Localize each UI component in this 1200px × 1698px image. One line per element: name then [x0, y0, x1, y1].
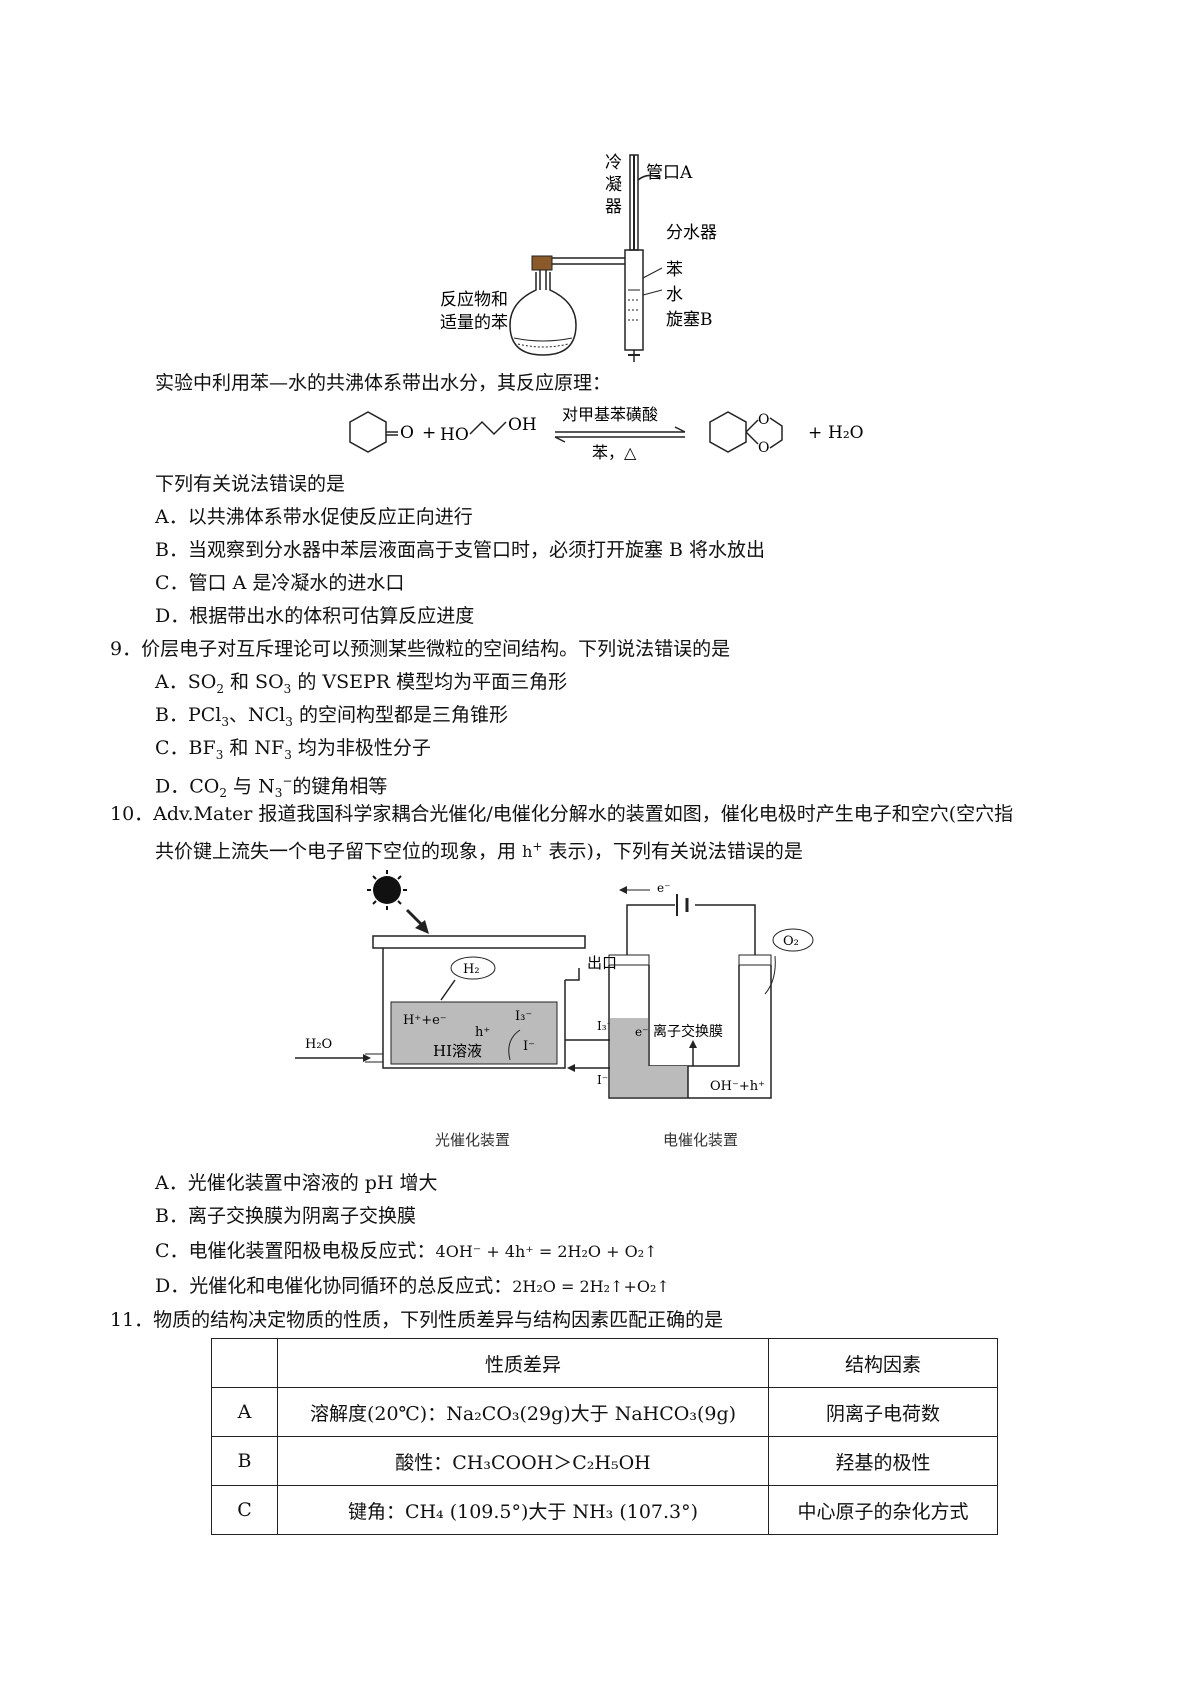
distillation-apparatus-figure: 冷 凝 器 管口A 分水器 苯 水 旋塞B 反应物和 适量的苯	[440, 153, 717, 362]
q10-stem-1: 10．Adv.Mater 报道我国科学家耦合光催化/电催化分解水的装置如图，催化…	[110, 803, 1014, 825]
row-label: C	[211, 1485, 278, 1535]
q10-option-b: B．离子交换膜为阴离子交换膜	[155, 1205, 416, 1227]
h2-label: H₂	[463, 962, 480, 977]
q9-stem: 9．价层电子对互斥理论可以预测某些微粒的空间结构。下列说法错误的是	[110, 638, 731, 660]
table-header-cell	[211, 1338, 278, 1388]
photo-electro-catalysis-diagram: 出口 H₂ H⁺+e⁻ h⁺ I₃⁻ I⁻ HI溶液 H₂O I₃⁻ I⁻ e⁻…	[295, 870, 814, 1149]
property-difference: 溶解度(20℃)：Na₂CO₃(29g)大于 NaHCO₃(9g)	[277, 1387, 769, 1437]
q8-option-d: D．根据带出水的体积可估算反应进度	[155, 605, 475, 627]
water-label: 水	[666, 285, 683, 305]
valve-b-label: 旋塞B	[666, 310, 713, 330]
svg-text:+: +	[808, 423, 822, 443]
table-row: C 键角：CH₄ (109.5°)大于 NH₃ (107.3°) 中心原子的杂化…	[211, 1485, 998, 1535]
property-difference: 键角：CH₄ (109.5°)大于 NH₃ (107.3°)	[277, 1485, 769, 1535]
table-header-cell: 性质差异	[277, 1338, 769, 1388]
i3-label: I₃⁻	[515, 1009, 532, 1024]
q8-option-b: B．当观察到分水器中苯层液面高于支管口时，必须打开旋塞 B 将水放出	[155, 539, 766, 561]
port-a-label: 管口A	[646, 163, 693, 183]
q9-option-b: B．PCl3、NCl3 的空间构型都是三角锥形	[155, 704, 508, 729]
table-row: A 溶解度(20℃)：Na₂CO₃(29g)大于 NaHCO₃(9g) 阴离子电…	[211, 1387, 998, 1437]
h-plus-label: h⁺	[475, 1025, 490, 1040]
q10-stem-2: 共价键上流失一个电子留下空位的现象，用 h+ 表示)，下列有关说法错误的是	[155, 840, 803, 863]
row-label: A	[211, 1387, 278, 1437]
svg-text:+: +	[422, 423, 436, 443]
flask-label-2: 适量的苯	[440, 313, 508, 333]
svg-text:O: O	[758, 412, 769, 428]
h2o-inlet-label: H₂O	[305, 1037, 332, 1052]
q8-option-c: C．管口 A 是冷凝水的进水口	[155, 572, 405, 594]
catalyst-label: 对甲基苯磺酸	[562, 405, 658, 424]
q10-option-a: A．光催化装置中溶液的 pH 增大	[155, 1172, 438, 1194]
q9-option-d: D．CO2 与 N3−的键角相等	[155, 774, 388, 801]
membrane-label: 离子交换膜	[653, 1023, 723, 1040]
separator-label: 分水器	[666, 223, 717, 243]
svg-text:OH: OH	[508, 415, 537, 435]
q10-option-c: C．电催化装置阳极电极反应式：4OH⁻ + 4h⁺ = 2H₂O + O₂↑	[155, 1240, 658, 1262]
svg-text:e⁻: e⁻	[635, 1025, 648, 1039]
property-difference: 酸性：CH₃COOH＞C₂H₅OH	[277, 1436, 769, 1486]
row-label: B	[211, 1436, 278, 1486]
svg-text:I⁻: I⁻	[597, 1073, 608, 1087]
condition-label: 苯，△	[592, 443, 637, 462]
condenser-label: 冷	[605, 153, 622, 173]
benzene-label: 苯	[666, 260, 683, 280]
hplus-e-label: H⁺+e⁻	[403, 1013, 447, 1028]
table-row: B 酸性：CH₃COOH＞C₂H₅OH 羟基的极性	[211, 1436, 998, 1486]
i-minus-label: I⁻	[523, 1039, 535, 1054]
o2-label: O₂	[783, 934, 799, 949]
outlet-label: 出口	[587, 954, 617, 972]
structural-factor: 阴离子电荷数	[768, 1387, 998, 1437]
electro-device-caption: 电催化装置	[663, 1131, 738, 1149]
oh-h-label: OH⁻+h⁺	[710, 1079, 765, 1094]
reaction-equation: O + HO OH 对甲基苯磺酸 苯，△ O O + H₂O	[349, 405, 864, 462]
q8-question: 下列有关说法错误的是	[155, 473, 346, 495]
q8-option-a: A．以共沸体系带水促使反应正向进行	[155, 506, 473, 528]
q11-stem: 11．物质的结构决定物质的性质，下列性质差异与结构因素匹配正确的是	[110, 1309, 724, 1331]
structural-factor: 中心原子的杂化方式	[768, 1485, 998, 1535]
svg-text:e⁻: e⁻	[657, 881, 670, 895]
structural-factor: 羟基的极性	[768, 1436, 998, 1486]
q9-option-a: A．SO2 和 SO3 的 VSEPR 模型均为平面三角形	[155, 671, 568, 696]
q11-table: 性质差异 结构因素 A 溶解度(20℃)：Na₂CO₃(29g)大于 NaHCO…	[211, 1338, 998, 1535]
q8-intro: 实验中利用苯—水的共沸体系带出水分，其反应原理：	[155, 372, 612, 394]
svg-text:H₂O: H₂O	[828, 423, 864, 443]
flask-label-1: 反应物和	[440, 290, 508, 310]
table-header-row: 性质差异 结构因素	[211, 1338, 998, 1388]
table-header-cell: 结构因素	[768, 1338, 998, 1388]
svg-text:凝: 凝	[605, 175, 622, 195]
svg-text:HO: HO	[440, 425, 469, 445]
photo-device-caption: 光催化装置	[435, 1131, 510, 1149]
svg-text:O: O	[758, 440, 769, 456]
hi-solution-label: HI溶液	[433, 1042, 482, 1060]
q10-option-d: D．光催化和电催化协同循环的总反应式：2H₂O = 2H₂↑+O₂↑	[155, 1275, 670, 1297]
q9-option-c: C．BF3 和 NF3 均为非极性分子	[155, 737, 431, 762]
svg-text:O: O	[400, 423, 414, 443]
svg-text:器: 器	[605, 197, 622, 217]
